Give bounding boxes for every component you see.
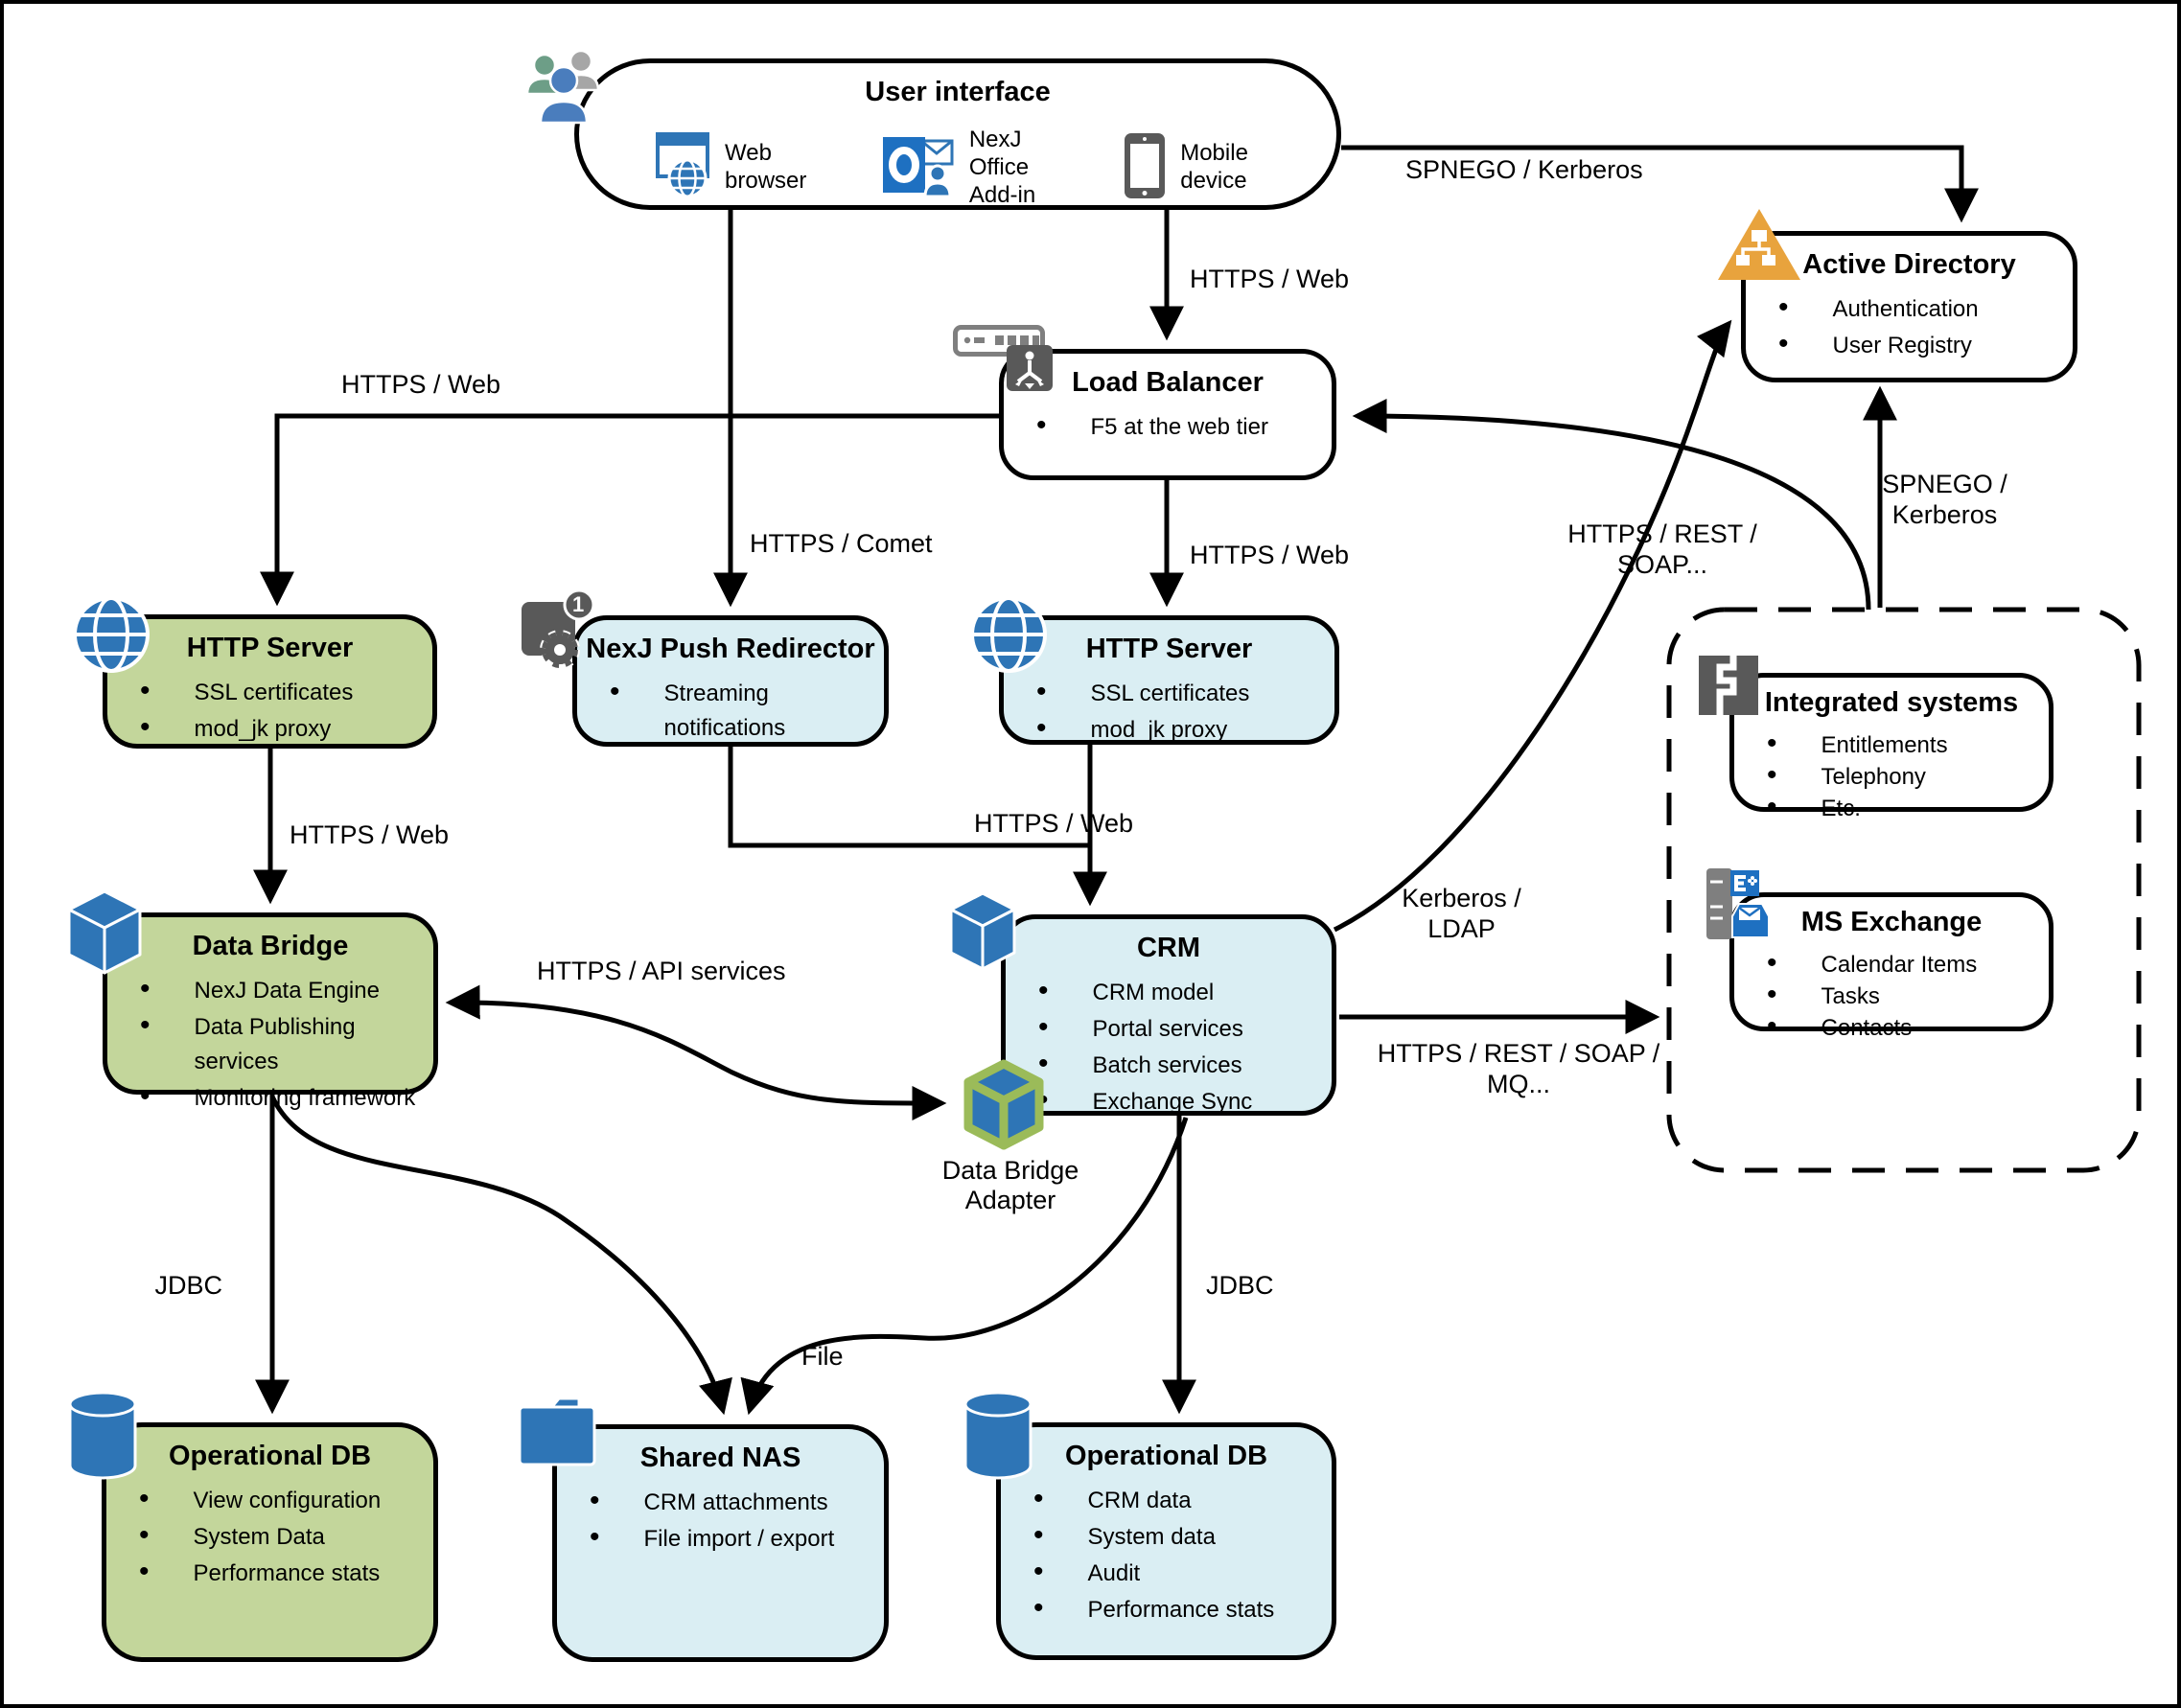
edge-label-https-rest-soap-mq: HTTPS / REST / SOAP / MQ...: [1377, 1039, 1660, 1098]
edge-label-file: File: [801, 1342, 844, 1371]
directory-triangle-icon: [1716, 207, 1802, 284]
node-user-interface: User interface Web browser: [574, 58, 1341, 210]
cube-icon: [947, 891, 1018, 972]
node-shared-nas: Shared NAS CRM attachments File import /…: [552, 1424, 889, 1662]
edge-label-https-comet: HTTPS / Comet: [750, 529, 933, 558]
edge-label-kerberos-ldap: Kerberos / LDAP: [1402, 884, 1521, 943]
node-push-redirector: NexJ Push Redirector Streaming notificat…: [572, 615, 889, 747]
edge-label-https-web-ui-lb: HTTPS / Web: [1190, 265, 1350, 293]
data-bridge-adapter-label: Data Bridge Adapter: [941, 1156, 1079, 1214]
bullet-list: Calendar Items Tasks Contacts: [1734, 948, 2049, 1043]
node-title: Load Balancer: [1072, 367, 1264, 398]
folder-icon: [518, 1394, 596, 1468]
globe-icon: [71, 594, 151, 675]
bullet-list: CRM data System data Audit Performance s…: [1001, 1482, 1332, 1627]
bullet-list: Authentication User Registry: [1746, 290, 2073, 363]
exchange-server-icon: [1706, 866, 1770, 947]
notification-badge: 1: [572, 592, 585, 616]
people-group-icon: [522, 44, 610, 127]
node-integrated-systems: Integrated systems Entitlements Telephon…: [1729, 673, 2053, 821]
node-http-server-left: HTTP Server SSL certificates mod_jk prox…: [103, 614, 437, 749]
outlook-addin-icon: [882, 133, 954, 203]
node-crm: CRM CRM model Portal services Batch serv…: [1001, 914, 1336, 1116]
bullet-list: Entitlements Telephony Etc.: [1734, 728, 2049, 823]
node-title: Operational DB: [168, 1441, 372, 1471]
node-title: Operational DB: [1064, 1441, 1268, 1471]
connector-lines: [253, 145, 2142, 1416]
node-title: HTTP Server: [186, 633, 354, 663]
node-title: Active Directory: [1802, 249, 2016, 280]
integration-zone-border: [1666, 607, 2142, 1173]
node-title: MS Exchange: [1800, 907, 1983, 937]
ui-item-label: NexJ Office Add-in: [968, 127, 1036, 208]
notification-gear-icon: [520, 589, 610, 675]
edge-label-jdbc-left: JDBC: [154, 1271, 222, 1300]
cube-adapter-icon: [961, 1058, 1047, 1152]
node-title: Data Bridge: [192, 931, 349, 961]
load-balancer-icon: [1007, 345, 1053, 391]
node-load-balancer: Load Balancer F5 at the web tier: [999, 349, 1336, 480]
node-title: HTTP Server: [1085, 634, 1253, 664]
web-browser-icon: [656, 131, 709, 204]
ui-item-label: Mobile device: [1180, 140, 1248, 195]
bullet-list: NexJ Data Engine Data Publishing service…: [107, 972, 433, 1116]
ui-item-label: Web browser: [725, 140, 807, 195]
ui-item-mobile: Mobile device: [1125, 132, 1288, 203]
database-cylinder-icon: [65, 1390, 140, 1482]
bullet-list: CRM model Portal services Batch services…: [1006, 974, 1332, 1119]
cube-icon: [65, 889, 144, 976]
integration-icon: [1699, 656, 1758, 715]
node-data-bridge: Data Bridge NexJ Data Engine Data Publis…: [103, 912, 438, 1111]
edge-label-spnego-kerberos-top: SPNEGO / Kerberos: [1405, 155, 1643, 184]
edge-label-https-web-http-db: HTTPS / Web: [290, 820, 450, 849]
bullet-list: SSL certificates mod_jk proxy: [107, 674, 432, 747]
node-title: Shared NAS: [639, 1443, 801, 1473]
bullet-list: Streaming notifications: [577, 675, 884, 746]
edge-label-https-web-lb-left: HTTPS / Web: [341, 370, 501, 399]
bullet-list: CRM attachments File import / export: [557, 1484, 884, 1557]
node-operational-db-left: Operational DB View configuration System…: [102, 1422, 438, 1662]
mobile-device-icon: [1125, 132, 1166, 203]
edge-label-https-api-services: HTTPS / API services: [537, 957, 786, 985]
node-title: CRM: [1136, 933, 1201, 963]
node-title: Integrated systems: [1764, 687, 2019, 718]
ui-item-web-browser: Web browser: [656, 131, 831, 204]
edge-label-https-web-lb-http: HTTPS / Web: [1190, 541, 1350, 569]
edge-label-spnego-kerberos-right: SPNEGO / Kerberos: [1882, 470, 2007, 529]
node-title: NexJ Push Redirector: [586, 634, 875, 664]
node-active-directory: Active Directory Authentication User Reg…: [1741, 231, 2077, 382]
edge-label-https-rest-soap: HTTPS / REST / SOAP...: [1567, 519, 1757, 579]
edge-label-https-web-mid: HTTPS / Web: [974, 809, 1134, 838]
bullet-list: F5 at the web tier: [1004, 408, 1332, 445]
node-ms-exchange: MS Exchange Calendar Items Tasks Contact…: [1729, 892, 2053, 1041]
node-title: User interface: [865, 77, 1051, 107]
database-cylinder-icon: [961, 1390, 1035, 1482]
globe-icon: [968, 594, 1049, 675]
bullet-list: SSL certificates mod_jk proxy: [1004, 675, 1334, 748]
user-interface-items: Web browser NexJ Office Add-in: [656, 127, 1288, 209]
bullet-list: View configuration System Data Performan…: [106, 1482, 433, 1591]
edge-label-jdbc-right: JDBC: [1206, 1271, 1274, 1300]
node-http-server-mid: HTTP Server SSL certificates mod_jk prox…: [999, 615, 1339, 745]
node-operational-db-right: Operational DB CRM data System data Audi…: [996, 1422, 1336, 1660]
ui-item-outlook: NexJ Office Add-in: [882, 127, 1073, 209]
